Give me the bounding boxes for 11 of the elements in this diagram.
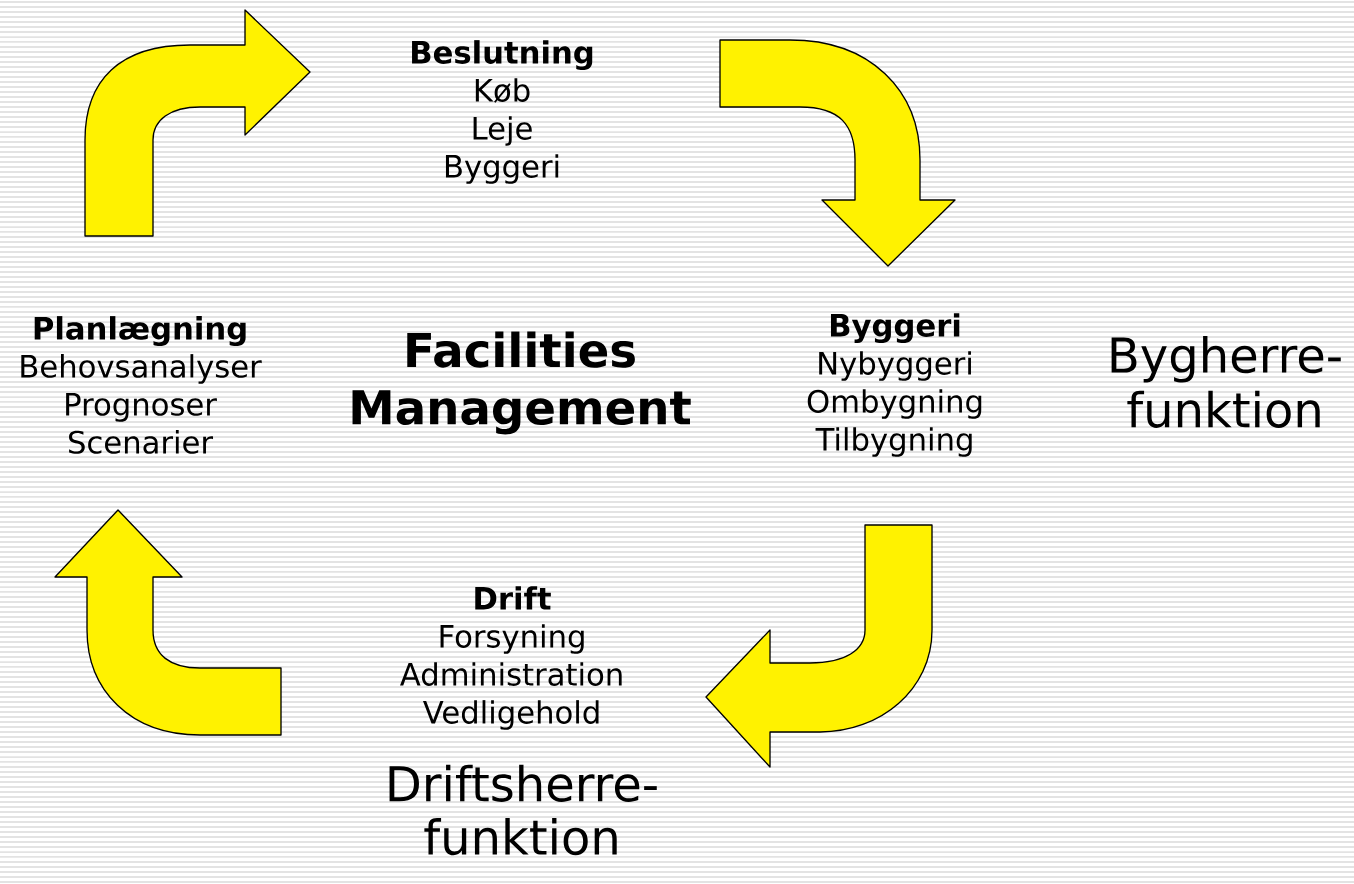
block-arrow [54,509,282,736]
role-text: Bygherre- funktion [1111,336,1341,428]
stage-text: Planlægning Behovsanalyser Prognoser Scenarier [21,316,262,454]
title-text: Facilities Management [352,331,691,435]
stage-text: Drift Forsyning Administration Vedligehold [400,586,622,730]
block-arrow [705,524,933,768]
stage-text: Beslutning Køb Leje Byggeri [412,40,593,184]
role-text: Driftsherre- funktion [389,764,657,856]
stage-text: Byggeri Nybyggeri Ombygning Tilbygning [807,313,982,457]
block-arrow [84,9,311,237]
block-arrow [719,39,956,267]
